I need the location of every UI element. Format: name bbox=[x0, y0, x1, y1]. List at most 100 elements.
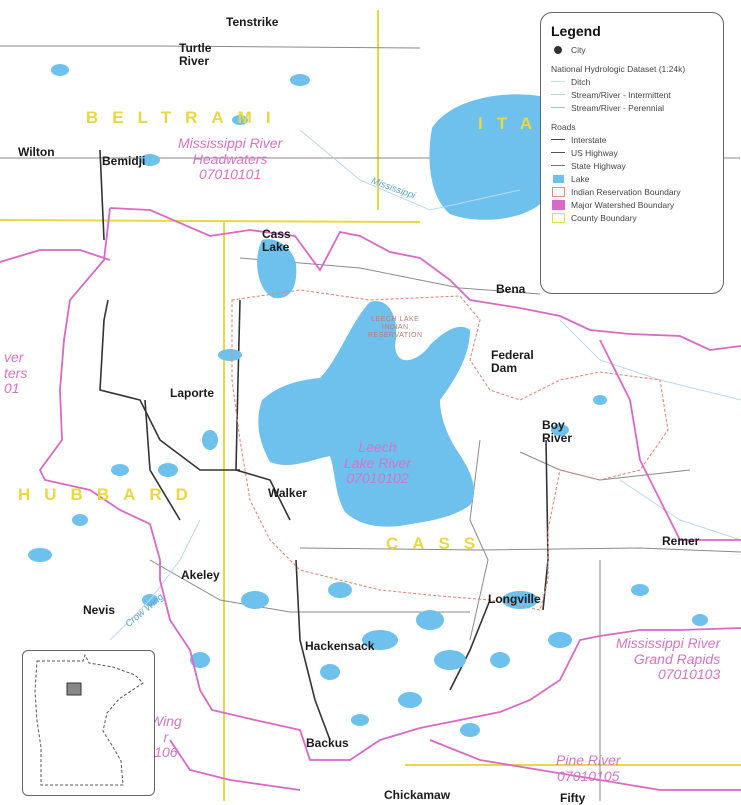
city-label-walker: Walker bbox=[268, 486, 307, 500]
legend-item-label: Interstate bbox=[571, 134, 607, 145]
lake bbox=[290, 74, 310, 86]
city-label-bemidji: Bemidji bbox=[102, 154, 146, 168]
legend-swatch bbox=[551, 138, 565, 141]
city-label-boy-river: Boy River bbox=[542, 418, 573, 446]
city-label-fifty: Fifty bbox=[560, 791, 586, 805]
watershed-boundary-southwest bbox=[169, 739, 301, 791]
watershed-boundary-south bbox=[429, 739, 741, 791]
lake bbox=[692, 614, 708, 626]
legend-title: Legend bbox=[551, 23, 601, 39]
legend-item: Interstate bbox=[551, 133, 713, 146]
legend-item-label: Lake bbox=[571, 173, 590, 184]
lake bbox=[72, 514, 88, 526]
lakes bbox=[28, 64, 708, 737]
legend-swatch bbox=[551, 199, 565, 210]
lake bbox=[320, 664, 340, 680]
city-label-chickamaw: Chickamaw bbox=[384, 788, 451, 802]
lake bbox=[202, 430, 218, 450]
lake bbox=[140, 154, 160, 166]
lake bbox=[51, 64, 69, 76]
legend-section: National Hydrologic Dataset (1:24k) bbox=[551, 63, 713, 75]
highway bbox=[449, 599, 491, 691]
legend-swatch bbox=[551, 45, 565, 54]
city-label-turtle-river: Turtle River bbox=[179, 41, 212, 69]
watershed-label-headwaters: Mississippi River Headwaters 07010101 bbox=[178, 135, 283, 183]
lake-cass bbox=[257, 239, 297, 299]
lake-winnibigoshish bbox=[429, 94, 557, 220]
study-area-marker bbox=[66, 682, 82, 696]
legend-item-label: City bbox=[571, 44, 586, 55]
legend-item: Major Watershed Boundary bbox=[551, 198, 713, 211]
city-label-hackensack: Hackensack bbox=[305, 639, 375, 653]
legend-item-label: Ditch bbox=[571, 76, 591, 87]
city-label-longville: Longville bbox=[488, 592, 541, 606]
lake bbox=[111, 464, 129, 476]
legend-swatch bbox=[551, 186, 565, 197]
legend-swatch bbox=[551, 151, 565, 154]
lake bbox=[158, 463, 178, 477]
highway bbox=[99, 149, 105, 241]
city-label-cass-lake: Cass Lake bbox=[262, 227, 291, 255]
legend-item: Stream/River - Intermittent bbox=[551, 88, 713, 101]
county-boundary-beltrami-south bbox=[0, 219, 421, 223]
city-label-bena: Bena bbox=[496, 282, 526, 296]
city-label-backus: Backus bbox=[306, 736, 349, 750]
legend-item: Indian Reservation Boundary bbox=[551, 185, 713, 198]
highway bbox=[542, 439, 549, 611]
river-crow-wing bbox=[109, 519, 201, 641]
county-boundaries bbox=[0, 10, 741, 801]
city-label-laporte: Laporte bbox=[170, 386, 215, 400]
lake bbox=[460, 723, 480, 737]
legend-item-label: State Highway bbox=[571, 160, 626, 171]
stream bbox=[559, 319, 741, 401]
legend-item: US Highway bbox=[551, 146, 713, 159]
lake bbox=[351, 714, 369, 726]
legend-item-label: Major Watershed Boundary bbox=[571, 199, 675, 210]
legend-item-label: Indian Reservation Boundary bbox=[571, 186, 681, 197]
reservation-boundary-line bbox=[231, 289, 669, 611]
lake bbox=[218, 349, 242, 361]
city-label-akeley: Akeley bbox=[181, 568, 220, 582]
legend-item: County Boundary bbox=[551, 211, 713, 224]
lake bbox=[551, 424, 569, 436]
lake bbox=[398, 692, 422, 708]
legend-item-label: Roads bbox=[551, 122, 576, 132]
county-label-cass: CASS bbox=[386, 534, 490, 553]
road bbox=[299, 547, 741, 553]
legend-swatch bbox=[551, 106, 565, 109]
watershed-label-left-partial: ver ters 01 bbox=[4, 349, 28, 397]
minnesota-outline bbox=[34, 653, 144, 786]
legend-swatch bbox=[551, 93, 565, 96]
legend-item-label: Stream/River - Perennial bbox=[571, 102, 665, 113]
lake bbox=[241, 591, 269, 609]
lake bbox=[502, 591, 538, 609]
reservation-label: LEECH LAKE INDIAN RESERVATION bbox=[368, 316, 423, 339]
legend-swatch bbox=[551, 80, 565, 83]
lake bbox=[434, 650, 466, 670]
locator-inset-map bbox=[22, 650, 155, 796]
lake bbox=[232, 115, 248, 125]
lake bbox=[190, 652, 210, 668]
lake bbox=[28, 548, 52, 562]
city-label-tenstrike: Tenstrike bbox=[226, 15, 279, 29]
road bbox=[469, 439, 489, 641]
legend-item-label: County Boundary bbox=[571, 212, 637, 223]
legend-swatch bbox=[551, 174, 565, 183]
highways bbox=[99, 149, 549, 741]
highway bbox=[295, 559, 331, 741]
county-label-hubbard: HUBBARD bbox=[18, 485, 202, 504]
legend-item: State Highway bbox=[551, 159, 713, 172]
legend-section: Roads bbox=[551, 121, 713, 133]
lake bbox=[593, 395, 607, 405]
lake bbox=[548, 632, 572, 648]
legend-item-label: US Highway bbox=[571, 147, 618, 158]
legend-item: Lake bbox=[551, 172, 713, 185]
watershed-label-leech-lake: Leech Lake River 07010102 bbox=[344, 439, 411, 487]
road bbox=[239, 257, 541, 295]
legend-item-label: Stream/River - Intermittent bbox=[571, 89, 671, 100]
watershed-boundary-west bbox=[0, 249, 111, 263]
city-label-nevis: Nevis bbox=[83, 603, 116, 617]
highway bbox=[144, 399, 181, 521]
watershed-label-grand-rapids: Mississippi River Grand Rapids 07010103 bbox=[616, 635, 721, 683]
